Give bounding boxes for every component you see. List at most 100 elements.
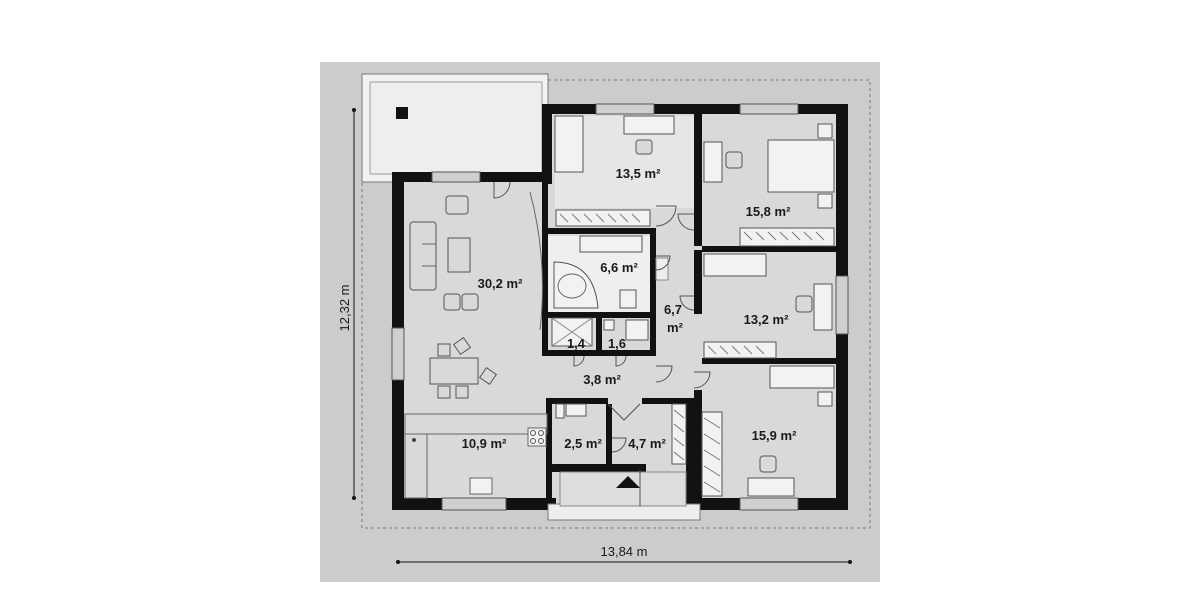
room-label-bedroom-master: 15,8 m² bbox=[746, 204, 791, 219]
wardrobe-icon bbox=[739, 227, 835, 247]
window-master-top bbox=[739, 103, 799, 115]
small-sink-icon bbox=[603, 319, 615, 331]
wall-entry-top bbox=[642, 398, 690, 404]
wall-master-left bbox=[694, 210, 702, 246]
door-icon[interactable] bbox=[655, 255, 671, 271]
window-bottom-bed bbox=[739, 497, 799, 511]
wall-mid-bottom bbox=[702, 358, 836, 364]
room-label-corridor-1: 6,7 bbox=[664, 302, 682, 317]
desk-icon bbox=[703, 141, 723, 183]
wardrobe-hatch bbox=[743, 231, 825, 241]
door-icon[interactable] bbox=[493, 181, 511, 199]
room-label-corridor-2: m² bbox=[667, 320, 684, 335]
door-icon[interactable] bbox=[615, 355, 627, 367]
chair-icon bbox=[437, 385, 451, 399]
entry-wardrobe-icon bbox=[671, 403, 687, 465]
bathtub-basin bbox=[557, 273, 587, 299]
kitchen-counter bbox=[404, 413, 548, 435]
living-partition bbox=[529, 191, 543, 331]
wall-storage-mid bbox=[596, 312, 602, 356]
kitchen-island bbox=[404, 433, 428, 499]
roof-outline bbox=[361, 79, 871, 529]
chair-icon bbox=[455, 385, 469, 399]
room-label-kitchen: 10,9 m² bbox=[462, 436, 507, 451]
dimension-tick bbox=[352, 496, 356, 500]
cabinet-icon bbox=[625, 319, 649, 341]
kitchen-point bbox=[412, 438, 416, 442]
porch-step bbox=[559, 471, 687, 507]
dimension-tick bbox=[848, 560, 852, 564]
desk-icon bbox=[747, 477, 795, 497]
room-label-hall: 3,8 m² bbox=[583, 372, 621, 387]
chair-icon bbox=[452, 336, 472, 356]
wardrobe-icon bbox=[703, 341, 777, 359]
room-label-entry: 4,7 m² bbox=[628, 436, 666, 451]
room-label-storage-b: 1,6 bbox=[608, 336, 626, 351]
door-icon[interactable] bbox=[611, 437, 627, 453]
chair-icon bbox=[795, 295, 813, 313]
door-icon[interactable] bbox=[693, 371, 711, 389]
room-label-wc: 2,5 m² bbox=[564, 436, 602, 451]
shower-cross bbox=[551, 317, 593, 347]
terrace-inner bbox=[369, 81, 543, 175]
chair-icon bbox=[759, 455, 777, 473]
wc-sink-icon bbox=[565, 403, 587, 417]
nightstand-icon bbox=[817, 391, 833, 407]
dining-table-icon bbox=[429, 357, 479, 385]
bed-icon bbox=[769, 365, 835, 389]
width-label: 13,84 m bbox=[601, 544, 648, 559]
door-icon[interactable] bbox=[677, 213, 695, 231]
armchair-icon bbox=[443, 293, 461, 311]
room-label-bedroom-mid: 13,2 m² bbox=[744, 312, 789, 327]
chair-icon bbox=[478, 366, 498, 386]
armchair-icon bbox=[445, 195, 469, 215]
chimney-icon bbox=[396, 107, 408, 119]
dimension-tick bbox=[396, 560, 400, 564]
double-bed-icon bbox=[767, 139, 835, 193]
room-label-bedroom-top: 13,5 m² bbox=[616, 166, 661, 181]
burner-icon bbox=[530, 438, 536, 444]
burner-icon bbox=[538, 438, 544, 444]
wall-storage-bottom bbox=[542, 350, 656, 356]
door-icon[interactable] bbox=[679, 295, 695, 311]
wardrobe-hatch bbox=[707, 345, 765, 355]
burner-icon bbox=[530, 430, 536, 436]
chair-icon bbox=[725, 151, 743, 169]
desk-icon bbox=[813, 283, 833, 331]
window-living-left bbox=[391, 327, 405, 381]
wall-wc-right bbox=[606, 404, 612, 466]
coffee-table-icon bbox=[447, 237, 471, 273]
room-label-bedroom-bottom: 15,9 m² bbox=[752, 428, 797, 443]
stove-icon bbox=[527, 427, 547, 447]
entrance-arrow-icon bbox=[616, 476, 640, 488]
nightstand-icon bbox=[817, 193, 833, 209]
bed-icon bbox=[554, 115, 584, 173]
dimension-tick bbox=[352, 108, 356, 112]
wardrobe-icon bbox=[701, 411, 723, 497]
window-living-top bbox=[431, 171, 481, 183]
wall-bed-top-right bbox=[694, 110, 702, 210]
wc-toilet-icon bbox=[555, 403, 565, 419]
chair-icon bbox=[635, 139, 653, 155]
sofa-icon bbox=[409, 221, 437, 291]
wall-bed-top-bottom bbox=[548, 228, 656, 234]
wardrobe-hatch bbox=[673, 409, 685, 461]
sink-icon bbox=[469, 477, 493, 495]
wall-bottom-bed-left bbox=[694, 390, 702, 498]
desk-icon bbox=[623, 115, 675, 135]
door-icon[interactable] bbox=[607, 403, 641, 421]
room-label-storage-a: 1,4 bbox=[567, 336, 586, 351]
door-icon[interactable] bbox=[655, 205, 677, 227]
wardrobe-hatch bbox=[703, 417, 721, 493]
nightstand-icon bbox=[817, 123, 833, 139]
double-sink-icon bbox=[579, 235, 643, 253]
door-icon[interactable] bbox=[573, 355, 585, 367]
room-label-bathroom: 6,6 m² bbox=[600, 260, 638, 275]
armchair-icon bbox=[461, 293, 479, 311]
wall-top-right bbox=[542, 104, 848, 114]
window-kitchen-bottom bbox=[441, 497, 507, 511]
toilet-icon bbox=[619, 289, 637, 309]
wall-kitchen-right bbox=[546, 398, 552, 508]
door-icon[interactable] bbox=[655, 365, 673, 383]
